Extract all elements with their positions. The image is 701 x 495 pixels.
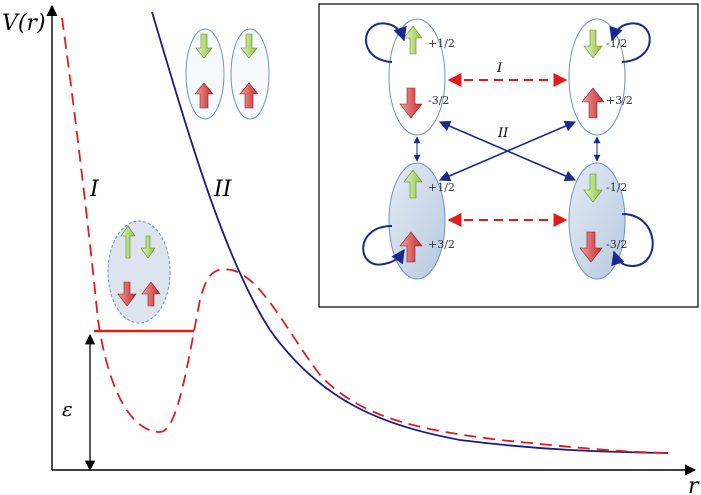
spin-down-arrow-icon [579, 231, 603, 263]
inset-self-loop-top-right [609, 22, 651, 63]
spin-down-arrow-icon [140, 235, 156, 259]
state-label-lower: -3/2 [606, 238, 627, 251]
epsilon-label: ε [62, 397, 73, 421]
state-label-upper: +1/2 [428, 37, 455, 50]
spin-up-arrow-icon [581, 87, 605, 119]
dashed-potential-curve [61, 17, 669, 454]
inset-cross-link-label: II [497, 126, 509, 141]
state-label-lower: +3/2 [606, 94, 633, 107]
state-label-lower: -3/2 [428, 94, 449, 107]
solid-potential-curve [151, 11, 669, 454]
region-1-label: I [89, 177, 100, 202]
inset-top-link-label: I [496, 61, 503, 76]
x-axis-label: r [688, 474, 700, 495]
inset-cross-arrow-b [438, 120, 577, 182]
axes: V(r) r [2, 4, 700, 495]
spin-down-arrow-icon [583, 173, 603, 203]
spin-down-arrow-icon [583, 29, 603, 59]
spin-transition-inset: +1/2 -3/2 -1/2 +3/2 +1/2 +3/2 -1/2 -3/2 [318, 3, 699, 308]
state-label-upper: -1/2 [606, 181, 627, 194]
inset-self-loop-bottom-right [611, 213, 654, 268]
region-2-label: II [213, 177, 233, 202]
inset-frame [318, 3, 699, 308]
potential-curves: ε I II [61, 11, 669, 472]
free-pair-ellipses [185, 28, 270, 120]
state-bottom-right: -1/2 -3/2 [568, 162, 627, 280]
spin-down-arrow-icon [195, 33, 213, 59]
state-label-upper: +1/2 [428, 181, 455, 194]
spin-up-arrow-icon [399, 231, 423, 263]
state-label-upper: -1/2 [606, 37, 627, 50]
bound-pair-ellipse [107, 220, 171, 324]
state-label-lower: +3/2 [428, 238, 455, 251]
state-top-left: +1/2 -3/2 [388, 18, 455, 136]
spin-up-arrow-icon [403, 169, 423, 199]
spin-down-arrow-icon [240, 33, 258, 59]
y-axis-label: V(r) [2, 11, 46, 36]
spin-up-arrow-icon [239, 82, 259, 109]
inset-self-loop-bottom-left [362, 225, 405, 266]
spin-up-arrow-icon [194, 82, 214, 109]
inset-self-loop-top-left [365, 22, 407, 63]
spin-down-arrow-icon [399, 87, 423, 119]
spin-up-arrow-icon [141, 281, 161, 307]
spin-up-arrow-icon [403, 25, 423, 55]
spin-up-arrow-icon [120, 225, 136, 259]
spin-down-arrow-icon [117, 281, 137, 307]
